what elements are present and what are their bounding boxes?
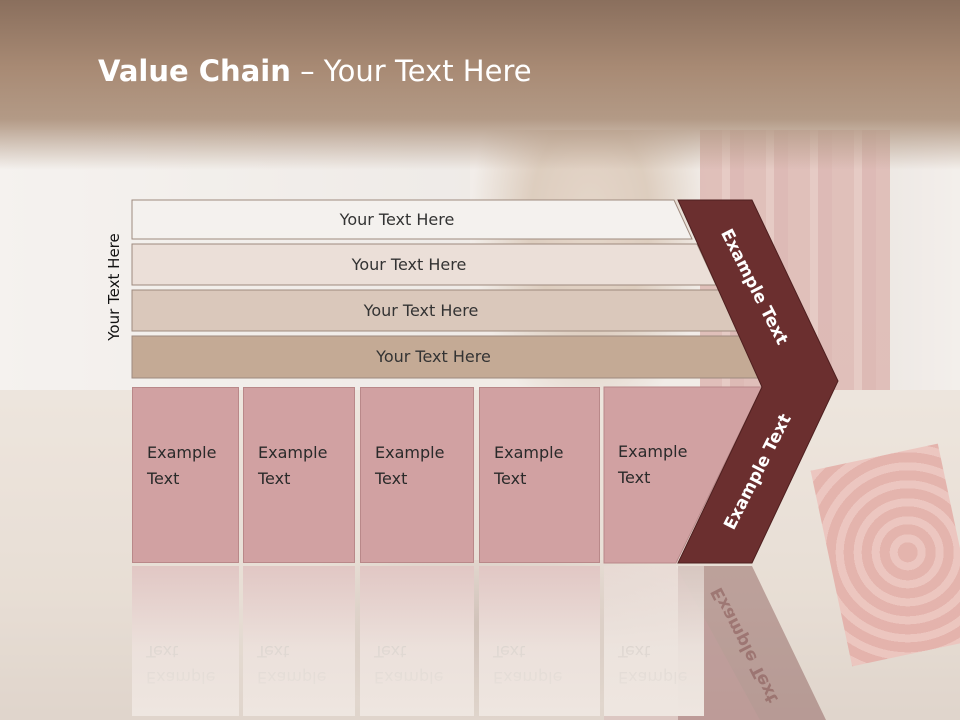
bar-4[interactable]: Your Text Here [132,337,765,375]
bar-1[interactable]: Your Text Here [132,200,692,238]
box-3-line2: Text [375,469,408,488]
box-4-line2: Text [494,469,527,488]
chevron-lower-label[interactable]: Example Text [720,411,796,533]
box-2-line2: Text [258,469,291,488]
white-curtain [890,130,960,430]
chevron-upper-label[interactable]: Example Text [716,226,792,348]
bar-shape-1 [131,199,693,240]
title-rest: – Your Text Here [290,54,532,88]
chevron-reflection-label: Example Text [707,584,783,706]
header-band [0,0,960,170]
bar-2[interactable]: Your Text Here [132,245,716,283]
chevron-arrow [677,199,839,564]
box-shape-5 [603,386,763,564]
slide-title[interactable]: Value Chain – Your Text Here [98,54,532,88]
title-bold: Value Chain [98,54,291,88]
bar-4-label: Your Text Here [376,346,491,366]
box-5-line1: Example [618,442,688,461]
box-3-line1: Example [375,443,445,462]
chevron-reflection [678,566,826,720]
box-2-line1: Example [258,443,328,462]
bar-3-label: Your Text Here [363,300,479,320]
bar-2-label: Your Text Here [351,254,467,274]
box-1-line2: Text [147,469,180,488]
box-4-line1: Example [494,443,564,462]
box-1-line1: Example [147,443,217,462]
box-5-line2: Text [618,468,651,487]
bar-1-label: Your Text Here [339,209,455,229]
bar-3[interactable]: Your Text Here [132,291,740,329]
